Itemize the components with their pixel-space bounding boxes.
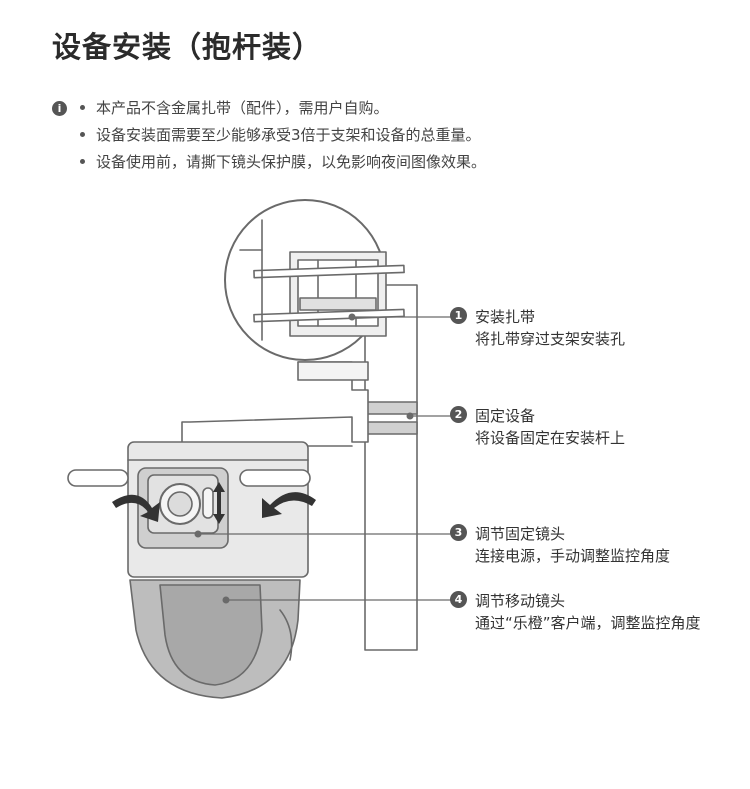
- callout-desc: 将扎带穿过支架安装孔: [475, 330, 626, 348]
- callout-title: 调节移动镜头: [475, 592, 566, 610]
- callout-desc: 连接电源，手动调整监控角度: [475, 547, 671, 565]
- installation-diagram: [67, 199, 452, 699]
- left-rotate-arrow-icon: [112, 494, 160, 522]
- mounting-bracket: [181, 361, 369, 447]
- callout-title: 固定设备: [475, 407, 536, 425]
- step-badge: 4: [450, 591, 467, 608]
- note-item: 设备使用前，请撕下镜头保护膜，以免影响夜间图像效果。: [52, 150, 612, 174]
- bullet-icon: [80, 159, 85, 164]
- leader-dots: [194, 313, 414, 604]
- rotation-arrows: [112, 482, 316, 524]
- right-antenna: [239, 469, 311, 487]
- step-badge: 3: [450, 524, 467, 541]
- page-title: 设备安装（抱杆装）: [52, 30, 323, 64]
- bullet-icon: [80, 132, 85, 137]
- left-antenna: [67, 469, 129, 487]
- info-icon: i: [52, 101, 67, 116]
- mounting-pole: [364, 284, 418, 651]
- right-rotate-arrow-icon: [262, 492, 316, 518]
- camera-dome: [129, 579, 301, 699]
- callout-title: 调节固定镜头: [475, 525, 566, 543]
- callout-desc: 将设备固定在安装杆上: [475, 429, 626, 447]
- note-item: i 本产品不含金属扎带（配件），需用户自购。: [52, 96, 612, 120]
- step-badge: 1: [450, 307, 467, 324]
- note-text: 设备使用前，请撕下镜头保护膜，以免影响夜间图像效果。: [96, 153, 487, 171]
- leader-lines: [198, 316, 452, 601]
- tilt-arrow-icon: [213, 482, 225, 524]
- note-item: 设备安装面需要至少能够承受3倍于支架和设备的总重量。: [52, 123, 612, 147]
- callout-desc: 通过“乐橙”客户端，调整监控角度: [475, 614, 701, 632]
- bullet-icon: [80, 105, 85, 110]
- callout-title: 安装扎带: [475, 308, 536, 326]
- zoom-detail: [224, 199, 405, 361]
- step-badge: 2: [450, 406, 467, 423]
- note-text: 设备安装面需要至少能够承受3倍于支架和设备的总重量。: [96, 126, 481, 144]
- note-text: 本产品不含金属扎带（配件），需用户自购。: [96, 99, 389, 117]
